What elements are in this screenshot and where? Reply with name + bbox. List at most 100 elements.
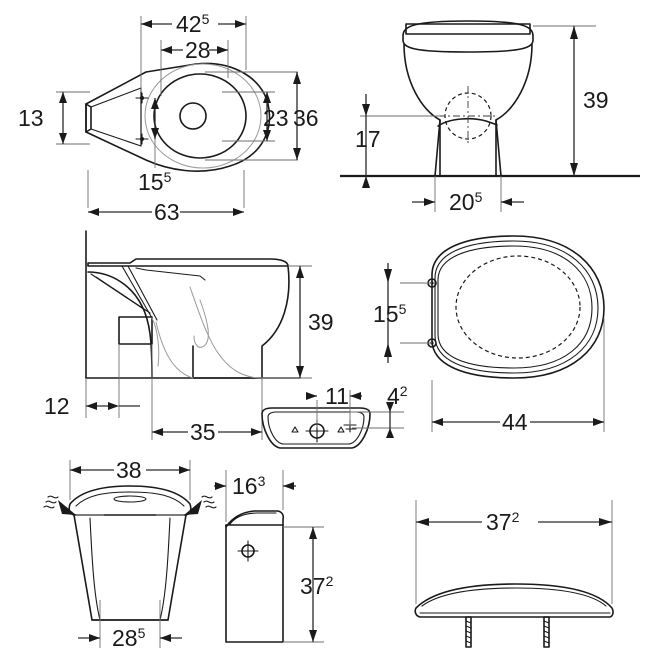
pan-rim-front bbox=[402, 20, 534, 53]
trap-hook bbox=[193, 299, 209, 348]
pan-flush-hole bbox=[179, 102, 207, 130]
dim-plan-bolt-spacing: 28 bbox=[161, 37, 228, 63]
seat-outline-outer bbox=[431, 235, 605, 379]
dim-side-total-height: 39 bbox=[296, 266, 334, 378]
view-lid-plan-small: 11 42 bbox=[261, 383, 408, 449]
pan-rim-outer bbox=[144, 63, 262, 169]
cistern-lid-side-crease bbox=[229, 512, 277, 525]
dim-label-37-2-lid: 372 bbox=[486, 509, 520, 535]
view-side-elevation: 39 12 35 bbox=[44, 230, 334, 445]
dim-label-20-5: 205 bbox=[449, 189, 483, 215]
dim-side-foot-depth: 35 bbox=[152, 419, 262, 445]
dim-label-13: 13 bbox=[18, 105, 44, 131]
dim-plan-bolt-gap: 155 bbox=[138, 98, 172, 195]
dim-label-35: 35 bbox=[190, 419, 216, 445]
view-seat-plan: 155 44 bbox=[373, 235, 605, 435]
cistern-side-extension-lines bbox=[225, 470, 324, 643]
dim-plan-inlet-height: 13 bbox=[18, 92, 67, 144]
dim-seat-hinge-spacing: 155 bbox=[373, 263, 407, 363]
dim-front-foot-width: 205 bbox=[412, 189, 524, 215]
seat-aperture-dashed bbox=[455, 255, 581, 359]
dim-label-15-5: 155 bbox=[138, 169, 172, 195]
bowl-profile-side bbox=[192, 265, 290, 379]
lid-section-extension-lines bbox=[415, 500, 613, 604]
seat-underside-edge bbox=[135, 267, 206, 281]
dim-cistern-depth: 163 bbox=[214, 473, 296, 499]
dim-side-rear-offset: 12 bbox=[44, 393, 140, 419]
lid-section-crease bbox=[421, 587, 607, 607]
cistern-front-extension-lines bbox=[69, 460, 191, 648]
seat-lid-bar bbox=[405, 23, 531, 35]
dim-lid-detail-depth: 42 bbox=[386, 383, 408, 438]
cistern-body-side bbox=[225, 524, 284, 643]
dim-label-37-2-cistern: 372 bbox=[300, 573, 334, 599]
dim-plan-bowl-width: 23 bbox=[263, 92, 289, 141]
lid-small-inner bbox=[267, 411, 365, 445]
cistern-lid-side bbox=[225, 510, 285, 528]
dim-label-4-2: 42 bbox=[387, 383, 408, 409]
cistern-panel-right bbox=[159, 517, 171, 621]
dim-plan-total-depth: 63 bbox=[88, 199, 244, 225]
view-plan-view: 425 28 13 23 36 bbox=[18, 11, 319, 225]
bowl-rear-side bbox=[87, 271, 153, 379]
view-cistern-front: 38 285 bbox=[43, 457, 217, 650]
cistern-lid-crease bbox=[75, 491, 185, 507]
dim-front-outlet-height: 17 bbox=[355, 94, 381, 188]
dim-label-38: 38 bbox=[116, 457, 142, 483]
cistern-panel-left bbox=[89, 517, 101, 621]
dim-lid-detail-center: 11 bbox=[306, 383, 362, 409]
dim-label-63: 63 bbox=[154, 199, 180, 225]
lid-small-extension-lines bbox=[316, 390, 404, 429]
dim-plan-outer-width: 36 bbox=[293, 72, 319, 160]
view-cistern-side: 163 372 bbox=[214, 470, 334, 643]
seat-extension-lines bbox=[400, 282, 605, 432]
pan-bolt-holes bbox=[135, 92, 149, 145]
seat-hinge-arm-2 bbox=[121, 265, 158, 321]
trap-inner-left bbox=[155, 321, 194, 379]
dim-label-15-5-seat: 155 bbox=[373, 301, 407, 327]
dim-label-39-side: 39 bbox=[308, 309, 334, 335]
seat-outline-inner-2 bbox=[437, 245, 593, 369]
lid-small-mark-left bbox=[291, 426, 299, 433]
view-lid-section: 372 bbox=[414, 500, 614, 648]
pedestal-left bbox=[434, 119, 441, 177]
cistern-fixing-indicator-left bbox=[43, 495, 104, 516]
dim-label-11: 11 bbox=[325, 383, 349, 409]
dim-lid-section-width: 372 bbox=[416, 506, 612, 535]
trap-faint-3 bbox=[151, 317, 160, 367]
dim-label-12: 12 bbox=[44, 393, 70, 419]
pedestal-right bbox=[495, 119, 502, 177]
dim-label-28-5: 285 bbox=[112, 625, 146, 650]
lid-section-bolt-left bbox=[465, 616, 472, 648]
pan-waist-curve bbox=[437, 117, 498, 127]
pan-rim-inner bbox=[153, 73, 247, 159]
cistern-lid-button bbox=[113, 495, 147, 503]
seat-outline-inner-1 bbox=[434, 240, 599, 374]
lid-small-outline bbox=[261, 407, 371, 449]
lid-section-outline bbox=[414, 583, 614, 618]
cistern-fixing-indicator-right bbox=[156, 495, 217, 516]
front-extension-lines bbox=[360, 25, 596, 212]
dim-label-42-5: 425 bbox=[176, 11, 210, 37]
side-extension-lines bbox=[85, 265, 312, 440]
seat-hinge-arm bbox=[90, 273, 151, 314]
dim-cistern-base-width: 285 bbox=[78, 625, 182, 650]
dim-label-23: 23 bbox=[263, 105, 289, 131]
trap-inner-right bbox=[189, 286, 263, 379]
dim-plan-overall-width: 425 bbox=[141, 11, 246, 37]
dim-label-28: 28 bbox=[185, 37, 211, 63]
dim-front-total-height: 39 bbox=[570, 26, 609, 176]
dim-label-36: 36 bbox=[293, 105, 319, 131]
lid-small-mark-right bbox=[337, 426, 345, 433]
dim-cistern-width: 38 bbox=[70, 457, 190, 483]
view-front-elevation: 39 17 205 bbox=[340, 20, 640, 215]
dim-label-44: 44 bbox=[502, 409, 528, 435]
dim-label-17: 17 bbox=[355, 126, 381, 152]
dim-cistern-height: 372 bbox=[300, 527, 334, 642]
dim-label-16-3: 163 bbox=[232, 473, 266, 499]
lid-section-bolt-right bbox=[543, 616, 550, 648]
dim-label-39-front: 39 bbox=[583, 87, 609, 113]
cistern-side-inlet-target bbox=[237, 540, 259, 562]
